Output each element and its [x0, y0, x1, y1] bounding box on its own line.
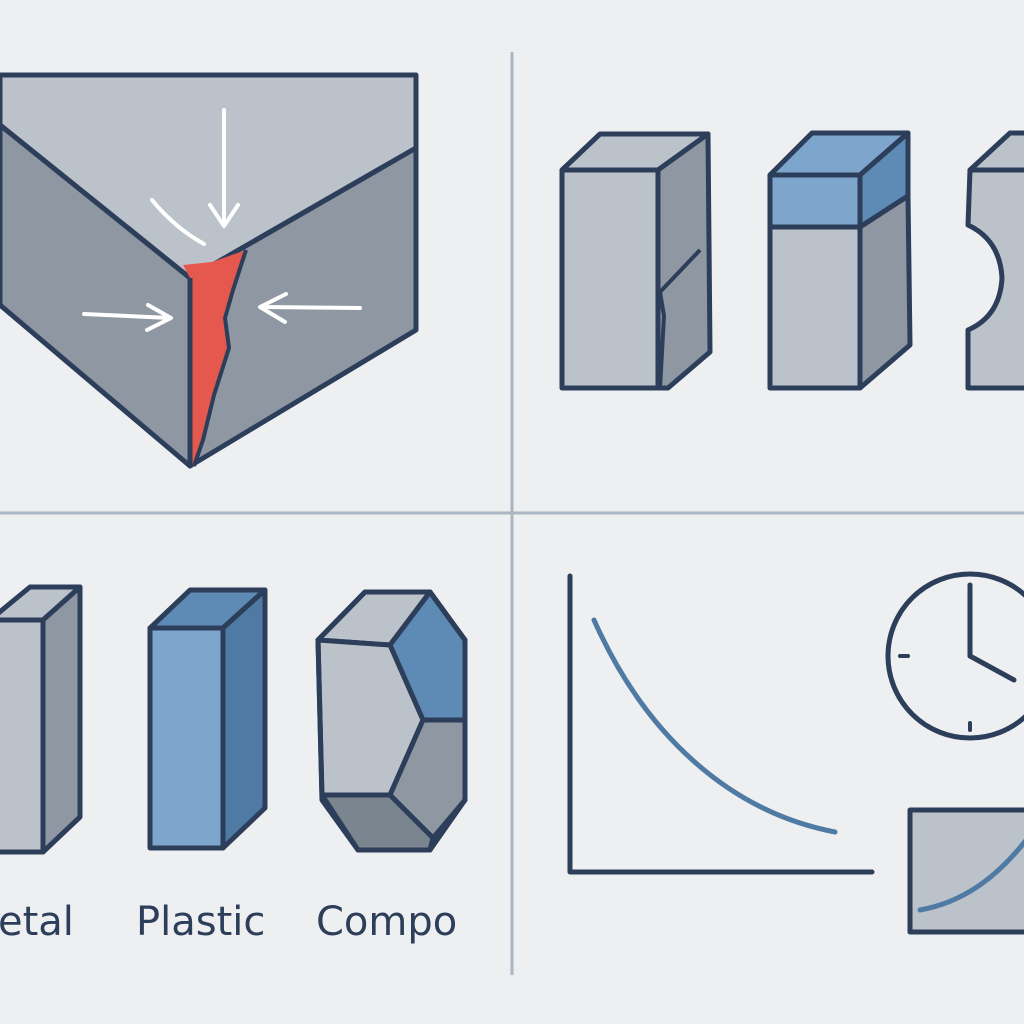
coated-block-band — [767, 172, 863, 230]
clock-face — [885, 571, 1024, 741]
coated-block-side — [857, 193, 913, 391]
panel-dividers — [0, 52, 1024, 975]
notched-block-front — [965, 167, 1024, 391]
impact-mark — [150, 198, 206, 246]
decay-curve-icon — [567, 573, 875, 875]
coated-block-icon — [767, 130, 913, 391]
small-chart-curve — [917, 838, 1024, 913]
notched-block-top — [967, 130, 1024, 173]
arrow-right-head — [145, 303, 173, 332]
arrow-left-shaft — [260, 305, 362, 310]
composite-label: Compo — [316, 899, 458, 945]
materials-panel — [0, 584, 468, 855]
arrow-down-head — [208, 203, 240, 228]
coated-block-front — [767, 224, 863, 391]
plastic-block-icon — [147, 587, 268, 851]
notched-block-icon — [965, 130, 1024, 391]
plastic-block-front — [147, 625, 226, 851]
cracked-block-front — [559, 167, 661, 391]
small-chart-frame — [907, 807, 1024, 935]
small-curve-chart-icon — [907, 807, 1024, 935]
arrow-right-shaft — [82, 312, 172, 320]
cracked-block-icon — [559, 131, 713, 391]
time-panel — [567, 571, 1024, 935]
decay-chart-axes — [567, 573, 875, 875]
plastic-label: Plastic — [136, 899, 266, 945]
fracture-panel — [0, 72, 419, 469]
clock-minute-hand — [967, 653, 1017, 683]
arrow-left-head — [258, 292, 288, 324]
crack-wedge — [183, 250, 246, 466]
decay-curve — [591, 617, 838, 835]
cracked-block-side — [655, 131, 713, 391]
crack-icon — [183, 249, 248, 467]
crack-edge — [192, 249, 248, 467]
metal-label: etal — [0, 899, 74, 945]
metal-block-side — [40, 584, 83, 855]
composite-outline — [315, 589, 468, 853]
cracked-block-fracture — [658, 248, 702, 389]
metal-block-icon — [0, 584, 83, 855]
force-arrow-icon — [82, 108, 362, 332]
plastic-block-side — [220, 587, 268, 851]
composite-block-icon — [315, 589, 468, 853]
clock-icon — [885, 571, 1024, 741]
specimen-panel — [559, 130, 1024, 391]
metal-block-front — [0, 617, 46, 855]
